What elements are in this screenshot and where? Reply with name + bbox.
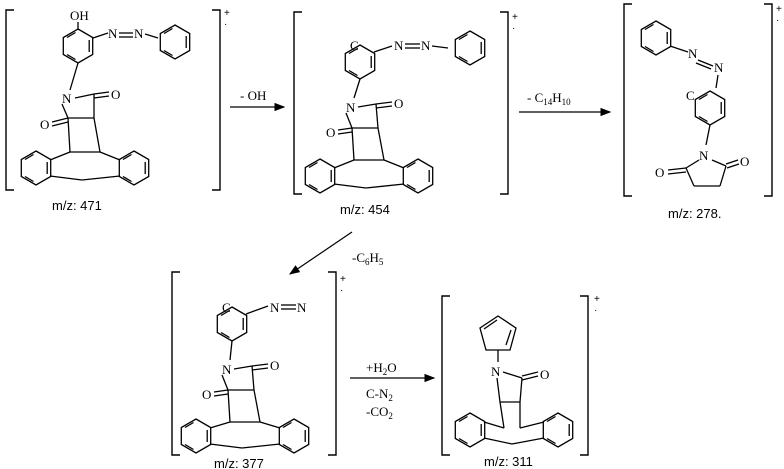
azo-n1: N [688,46,698,61]
radical-dot: · [512,23,515,34]
imide-nitrogen: N [222,362,232,377]
radical-dot: · [594,305,597,316]
charge-plus: + [224,8,230,19]
radical-carbon: C [686,88,695,103]
mz-454: m/z: 454 [340,202,390,217]
charge-plus: + [512,12,518,23]
carbonyl-o1: O [394,96,403,111]
mz-471: m/z: 471 [52,198,102,213]
charge-plus: + [594,294,600,305]
azo-n2: N [421,38,431,53]
species-m471: + · OH N N N O O m [5,8,230,213]
step-label-minus-co2: -CO2 [366,404,393,421]
azo-n1: N [270,300,280,315]
charge-plus: + [340,274,346,285]
step-label-minus-c6h5: -C6H5 [352,250,384,267]
carbonyl-o1: O [111,87,120,102]
carbonyl-o2: O [740,154,749,169]
imide-nitrogen: N [62,91,72,106]
step-label-plus-h2o: +H2O [366,360,397,377]
nitrogen: N [491,364,501,379]
imide-nitrogen: N [346,100,356,115]
step-label-minus-oh: - OH [240,88,266,103]
species-m311: + · N O m/z: 311 [441,294,600,469]
species-m454: + · C N N N O O m/z: 454 [293,11,518,217]
mz-377: m/z: 377 [214,456,264,469]
carbonyl-o2: O [40,117,49,132]
species-m278: + · N N C N O O m/z: 278. [623,3,782,221]
azo-n1: N [108,26,118,41]
carbonyl-o1: O [655,165,664,180]
charge-plus: + [776,4,782,15]
azo-n2: N [297,300,307,315]
radical-dot: · [776,15,779,26]
azo-n1: N [394,38,404,53]
carbonyl-o2: O [202,387,211,402]
carbonyl-o2: O [326,125,335,140]
radical-carbon: C [350,38,359,53]
step-label-minus-c14h10: - C14H10 [527,90,571,107]
arrow-454-377 [289,231,353,275]
imide-nitrogen: N [699,148,709,163]
radical-dot: · [340,285,343,296]
radical-carbon: C [222,300,231,315]
carbonyl-o: O [540,367,549,382]
mz-278: m/z: 278. [668,206,721,221]
azo-n2: N [134,26,144,41]
carbonyl-o1: O [270,358,279,373]
radical-dot: · [224,19,227,30]
species-m377: + · C N N N O O m/z: 377 [171,271,346,469]
mz-311: m/z: 311 [484,454,533,469]
azo-n2: N [714,60,724,75]
hydroxyl-label: OH [70,8,89,23]
step-label-c-n2: C-N2 [366,386,393,403]
